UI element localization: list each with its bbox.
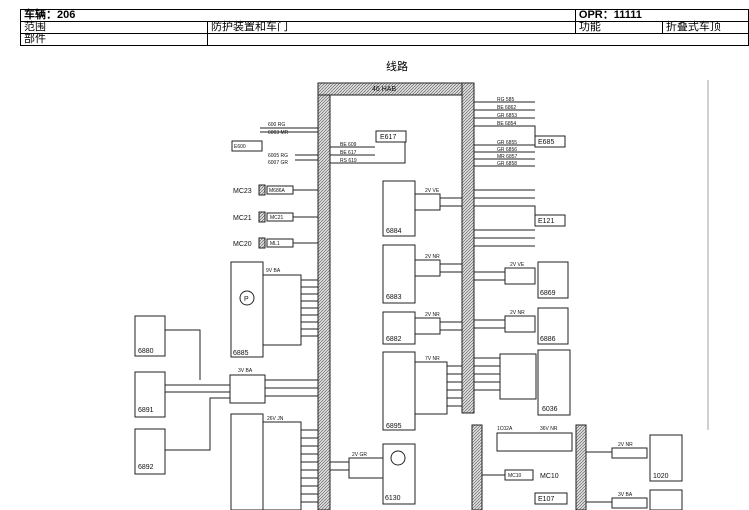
section-title: 线路 xyxy=(386,61,408,73)
svg-text:6895: 6895 xyxy=(386,423,402,430)
svg-text:6886: 6886 xyxy=(540,336,556,343)
svg-text:600 RG: 600 RG xyxy=(268,122,285,128)
svg-text:E617: E617 xyxy=(380,134,396,141)
central-label: 46 HAB xyxy=(372,86,396,93)
right-wires: RG 585 BE 6862 GR 6853 BE 6854 GR 6855 G… xyxy=(474,97,566,247)
svg-text:6884: 6884 xyxy=(386,228,402,235)
svg-text:BE 609: BE 609 xyxy=(340,142,357,148)
svg-text:2V VE: 2V VE xyxy=(425,188,440,194)
connector-26v: 26V JN xyxy=(230,413,318,510)
svg-text:E600: E600 xyxy=(234,144,246,150)
svg-text:3V BA: 3V BA xyxy=(238,368,253,374)
top-left-wires: E600 600 RG 6003 MR 6005 RG 6007 GR E617… xyxy=(231,122,407,166)
svg-text:6003 MR: 6003 MR xyxy=(268,130,289,136)
svg-text:6891: 6891 xyxy=(138,407,154,414)
svg-text:RG 585: RG 585 xyxy=(497,97,514,103)
svg-text:GR 6856: GR 6856 xyxy=(497,147,517,153)
svg-text:6130: 6130 xyxy=(385,495,401,502)
svg-text:BE 617: BE 617 xyxy=(340,150,357,156)
svg-text:9V BA: 9V BA xyxy=(266,268,281,274)
svg-text:6036: 6036 xyxy=(542,406,558,413)
svg-text:M686A: M686A xyxy=(269,188,286,194)
mc-connectors: MC23 M686A MC21 MC21 MC20 ML1 xyxy=(233,184,318,249)
svg-text:2V NR: 2V NR xyxy=(618,442,633,448)
svg-text:1C02A: 1C02A xyxy=(497,426,513,432)
svg-text:6880: 6880 xyxy=(138,348,154,355)
svg-text:6885: 6885 xyxy=(233,350,249,357)
svg-text:2V NR: 2V NR xyxy=(425,312,440,318)
svg-text:P: P xyxy=(244,296,249,303)
svg-text:BE 6854: BE 6854 xyxy=(497,121,516,127)
svg-text:MC21: MC21 xyxy=(233,215,252,222)
svg-text:MC23: MC23 xyxy=(233,188,252,195)
svg-text:E107: E107 xyxy=(538,496,554,503)
svg-text:RS 619: RS 619 xyxy=(340,158,357,164)
svg-text:2V VE: 2V VE xyxy=(510,262,525,268)
svg-text:6869: 6869 xyxy=(540,290,556,297)
svg-text:BE 6862: BE 6862 xyxy=(497,105,516,111)
svg-text:GR 6858: GR 6858 xyxy=(497,161,517,167)
central-harness: 46 HAB xyxy=(317,82,475,510)
svg-text:E121: E121 xyxy=(538,218,554,225)
left-components: 6880 6891 6892 3V BA xyxy=(134,315,318,475)
svg-text:7V NR: 7V NR xyxy=(425,356,440,362)
part-value xyxy=(207,33,749,46)
svg-text:MC20: MC20 xyxy=(233,241,252,248)
svg-text:1020: 1020 xyxy=(653,473,669,480)
svg-text:2V NR: 2V NR xyxy=(425,254,440,260)
svg-text:MR 6857: MR 6857 xyxy=(497,154,518,160)
svg-text:2V NR: 2V NR xyxy=(510,310,525,316)
svg-text:2V GR: 2V GR xyxy=(352,452,367,458)
svg-text:ML1: ML1 xyxy=(270,241,280,247)
svg-text:MC10: MC10 xyxy=(540,473,559,480)
svg-text:GR 6855: GR 6855 xyxy=(497,140,517,146)
svg-text:E685: E685 xyxy=(538,139,554,146)
svg-text:6883: 6883 xyxy=(386,294,402,301)
svg-text:MC21: MC21 xyxy=(270,215,284,221)
svg-text:GR 6853: GR 6853 xyxy=(497,113,517,119)
svg-text:6005 RG: 6005 RG xyxy=(268,153,288,159)
svg-text:6882: 6882 xyxy=(386,336,402,343)
header-table: 车辆：206 OPR：11111 范围 防护装置和车门 功能 折叠式车顶 部件 xyxy=(20,9,749,46)
inner-components: 6884 2V VE 6883 2V NR 6882 2V NR 6895 7V… xyxy=(330,180,462,505)
svg-text:MC10: MC10 xyxy=(508,473,522,479)
right-components: 2V VE 6869 2V NR 6886 6036 xyxy=(474,261,571,416)
svg-text:3V BA: 3V BA xyxy=(618,492,633,498)
component-6885: P 6885 9V BA xyxy=(230,261,318,358)
svg-text:6892: 6892 xyxy=(138,464,154,471)
svg-text:26V JN: 26V JN xyxy=(267,416,284,422)
svg-text:6007 GR: 6007 GR xyxy=(268,160,288,166)
part-label: 部件 xyxy=(20,33,208,46)
svg-text:36V NR: 36V NR xyxy=(540,426,558,432)
bottom-right: 1C02A 36V NR MC10 MC10 E107 2V NR 1020 3… xyxy=(471,424,683,510)
